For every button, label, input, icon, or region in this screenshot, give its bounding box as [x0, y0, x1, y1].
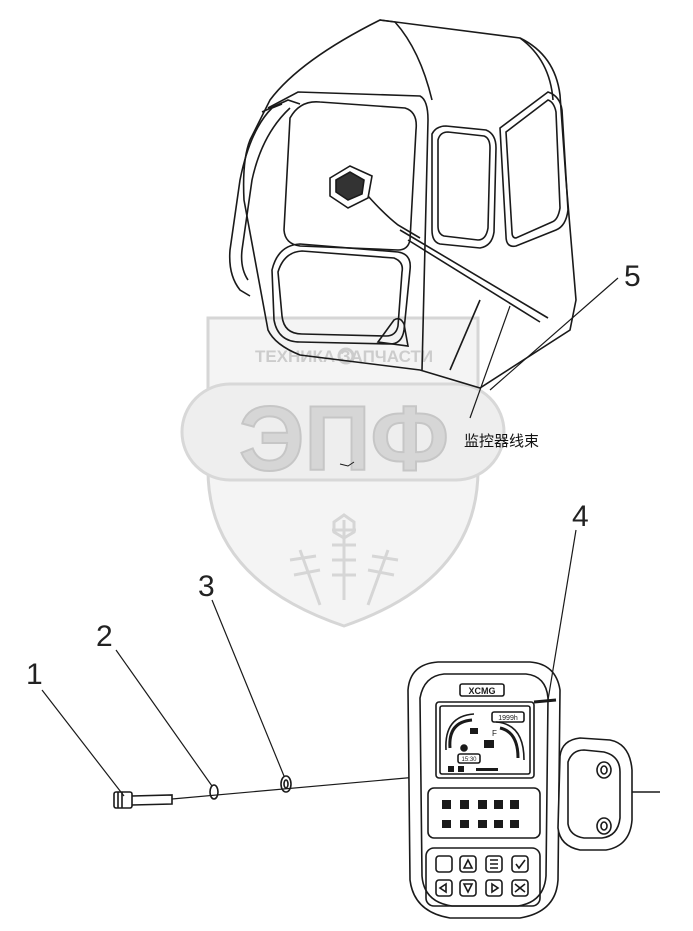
bolt-part-1	[113, 791, 173, 809]
monitor-buttons	[435, 855, 529, 897]
callout-1: 1	[26, 658, 43, 691]
monitor-bezel	[407, 661, 561, 919]
watermark: ТЕХНИКА ЗАПЧАСТИ ЭПФ	[180, 316, 506, 628]
monitor-screen-icons	[448, 728, 498, 772]
callout-5: 5	[624, 260, 641, 293]
leader-line-2	[115, 649, 213, 787]
cab-side-trim	[399, 229, 549, 319]
harness-label: 监控器线束	[464, 432, 539, 450]
monitor-screen	[435, 701, 535, 779]
monitor-indicator-panel	[427, 787, 541, 839]
watermark-banner	[180, 382, 506, 482]
leader-line-1	[41, 689, 125, 797]
callout-2: 2	[96, 620, 113, 653]
watermark-top-text: ТЕХНИКА ЗАПЧАСТИ	[255, 347, 433, 366]
monitor-hour-box	[491, 711, 525, 723]
monitor-fuel-mark: F	[492, 729, 497, 738]
cab-door-window-lower	[271, 243, 412, 345]
callout-4: 4	[572, 500, 589, 533]
monitor-drawing: XCMG 1999h F 15:30	[407, 661, 660, 919]
cab-outline	[242, 19, 577, 389]
leader-line-5	[489, 277, 619, 391]
washer-part-2	[209, 784, 219, 800]
cab-handrail	[228, 103, 283, 297]
monitor-button-panel	[425, 847, 541, 907]
watermark-main-text: ЭПФ	[239, 388, 449, 490]
monitor-hour-text: 1999h	[498, 715, 518, 722]
monitor-indicator-icons	[442, 800, 519, 828]
cab-harness-line	[367, 195, 421, 239]
leader-lines	[41, 277, 619, 797]
watermark-wheat-icon	[289, 513, 399, 606]
cab-side-window-rear	[499, 91, 569, 248]
washer-part-3	[280, 775, 292, 793]
cab-door-window-upper	[283, 101, 418, 251]
leader-line-4	[547, 529, 577, 701]
leader-line-harness	[469, 305, 511, 419]
cab-vent-triangle	[376, 317, 409, 347]
monitor-clock-text: 15:30	[461, 757, 477, 763]
watermark-gear-icon	[337, 347, 355, 365]
callout-3: 3	[198, 570, 215, 603]
cab-door-frame	[267, 91, 429, 371]
monitor-brand-text: XCMG	[469, 686, 496, 696]
monitor-brand-plate	[459, 683, 505, 697]
cab-drawing	[228, 19, 577, 467]
monitor-mount-bracket	[557, 737, 633, 851]
monitor-clock-box	[457, 753, 481, 764]
monitor-temp-gauge	[445, 713, 475, 752]
monitor-harness-strip	[533, 698, 557, 704]
leader-line-3	[211, 599, 285, 777]
cab-side-window-mid	[431, 125, 497, 249]
